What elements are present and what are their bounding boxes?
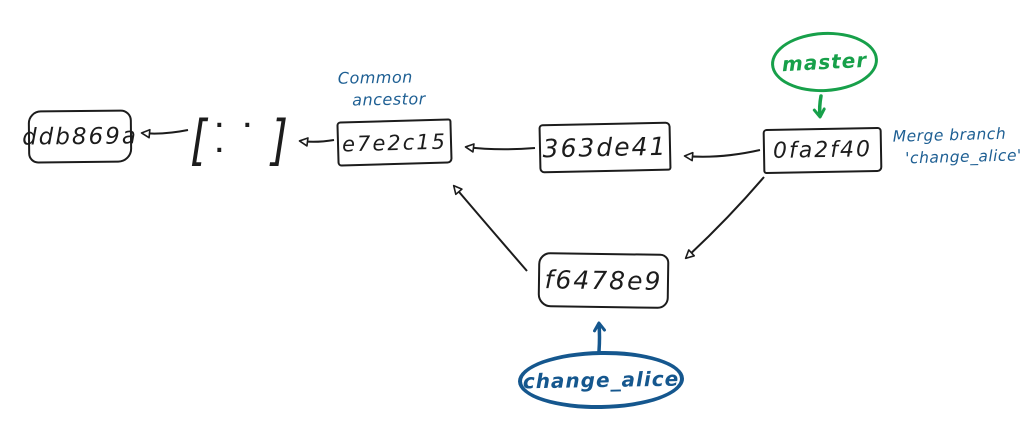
commit-box-363de41: 363de41	[538, 121, 672, 174]
branch-label-change-alice: change_alice	[522, 366, 680, 394]
commit-box-ddb869a: ddb869a	[22, 109, 138, 164]
branch-bubble-master: master	[769, 29, 880, 95]
arrow-363de41-to-e7e2c15	[464, 143, 536, 153]
commit-box-e7e2c15: e7e2c15	[336, 118, 453, 167]
annotation-common-ancestor-line2: ancestor	[352, 89, 426, 110]
annotation-merge-line1: Merge branch	[892, 124, 1007, 146]
arrow-f6478e9-to-e7e2c15	[452, 184, 528, 272]
ellipsis-dots: . . .	[215, 108, 258, 158]
arrow-0fa2f40-to-f6478e9	[684, 176, 765, 260]
commit-box-f6478e9: f6478e9	[537, 252, 670, 309]
commit-hash-0fa2f40: 0fa2f40	[772, 137, 873, 164]
commit-box-0fa2f40: 0fa2f40	[762, 126, 883, 175]
commit-ellipsis: [ . . . ]	[188, 108, 290, 172]
commit-hash-ddb869a: ddb869a	[21, 122, 139, 151]
arrow-change-alice-to-f6478e9	[593, 321, 606, 353]
annotation-merge-line2: 'change_alice'	[905, 146, 1022, 168]
annotation-merge-branch: Merge branch 'change_alice'	[892, 123, 1022, 170]
branch-label-master: master	[781, 47, 868, 77]
arrow-master-to-0fa2f40	[812, 94, 826, 119]
commit-hash-f6478e9: f6478e9	[544, 265, 663, 296]
commit-hash-363de41: 363de41	[542, 131, 668, 164]
commit-hash-e7e2c15: e7e2c15	[341, 129, 448, 156]
arrow-ellipsis-to-ddb869a	[140, 128, 189, 139]
arrow-e7e2c15-to-ellipsis	[298, 137, 335, 147]
arrow-0fa2f40-to-363de41	[683, 149, 761, 162]
annotation-common-ancestor: Common ancestor	[338, 66, 426, 112]
branch-bubble-change-alice: change_alice	[517, 349, 685, 411]
annotation-common-ancestor-line1: Common	[337, 67, 414, 88]
ellipsis-open-bracket: [	[190, 108, 207, 172]
ellipsis-close-bracket: ]	[271, 108, 288, 172]
